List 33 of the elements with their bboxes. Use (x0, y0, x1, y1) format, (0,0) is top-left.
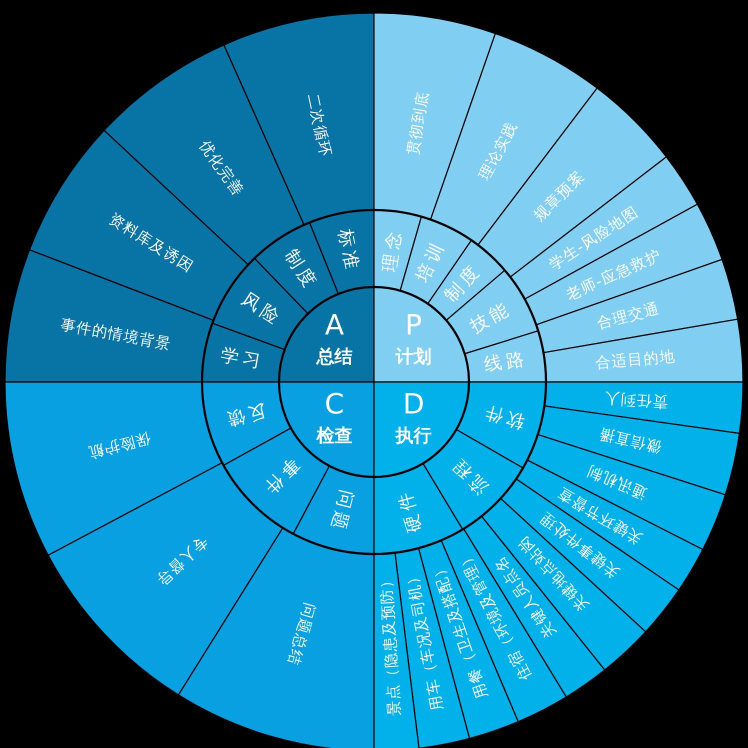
segment-label: 景点（隐患及预防） (376, 572, 404, 716)
segment-label: 理论实践 (474, 118, 522, 184)
segment-label: 事件的情境背景 (59, 315, 173, 354)
segment-label: 理念 (379, 226, 406, 274)
segment-label: 学习 (219, 344, 266, 373)
segment-label: 优化完善 (196, 137, 248, 200)
segment-label: 合理交通 (594, 299, 662, 333)
segment-label: 事件 (258, 454, 304, 500)
segment-label: 二次循环 (304, 92, 335, 158)
quadrant-letter: D (402, 388, 424, 421)
segment-label: 问题总结 (284, 601, 320, 668)
segment-label: 硬件 (394, 486, 426, 535)
quadrant-letter: P (405, 308, 422, 342)
segment-label: 专人督导 (152, 532, 212, 590)
segment-label: 规章预案 (530, 166, 588, 225)
quadrant-title: 检查 (316, 426, 352, 447)
segment-label: 微信直播 (596, 424, 664, 457)
segment-label: 合适目的地 (594, 347, 676, 372)
quadrant-title: 总结 (316, 346, 352, 368)
segment-label: 标准 (334, 227, 364, 275)
segment-label: 贯彻到底 (404, 90, 432, 156)
segment-label: 问题 (326, 488, 358, 536)
quadrant-title: 计划 (396, 346, 432, 368)
segment-label: 线路 (482, 348, 530, 376)
quadrant-letter: A (324, 308, 344, 342)
segment-label: 保险护航 (86, 429, 153, 462)
quadrant-letter: C (324, 388, 344, 421)
segment-label: 资料库及诱因 (106, 210, 197, 276)
segment-label: 反馈 (220, 400, 269, 432)
segment-label: 软件 (478, 400, 527, 432)
quadrant-title: 执行 (396, 426, 432, 447)
segment-label: 责任到人 (603, 389, 668, 412)
segment-label: 流程 (446, 452, 492, 498)
